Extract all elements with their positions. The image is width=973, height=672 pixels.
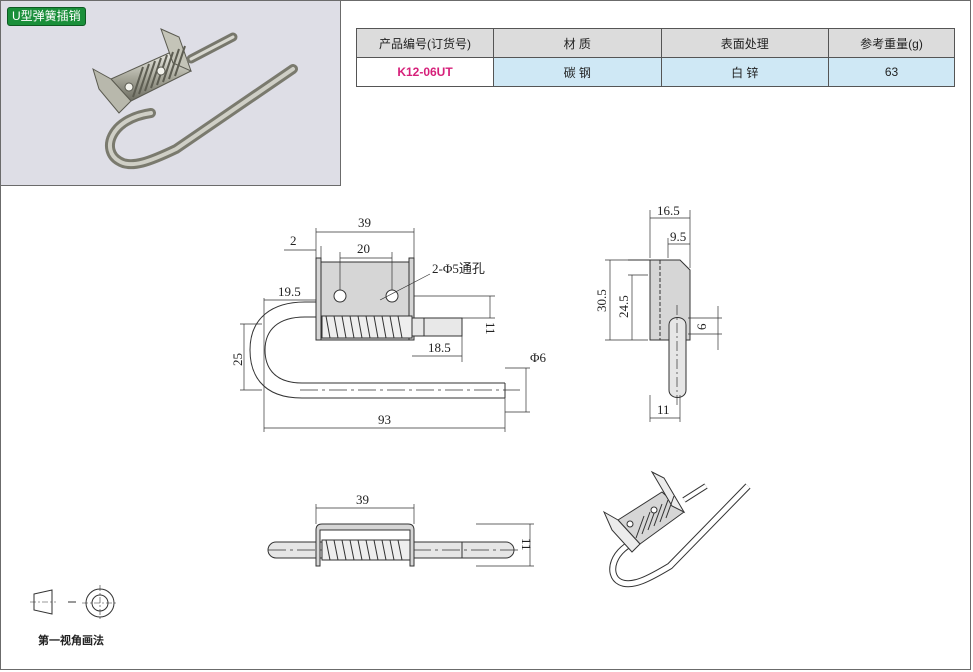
cell-code: K12-06UT [356,57,494,87]
header-finish: 表面处理 [660,28,830,58]
dim-side-24-5: 24.5 [616,295,631,318]
projection-label: 第一视角画法 [38,635,104,647]
cell-finish: 白 锌 [660,57,830,87]
dim-front-18-5: 18.5 [428,340,451,355]
dim-top-39: 39 [356,492,369,507]
dim-front-19-5: 19.5 [278,284,301,299]
dim-front-25: 25 [230,353,245,366]
header-code: 产品编号(订货号) [356,28,494,58]
header-material: 材 质 [492,28,662,58]
product-photo-panel: U型弹簧插销 [0,0,341,186]
header-weight: 参考重量(g) [828,28,955,58]
product-name-badge: U型弹簧插销 [7,7,86,26]
dim-side-6: 6 [694,323,709,330]
isometric-view [602,470,751,588]
projection-symbol [30,585,118,621]
product-photo [92,28,298,170]
dim-side-30-5: 30.5 [594,289,609,312]
dim-top-11: 11 [519,538,534,551]
spec-table: 产品编号(订货号) 材 质 表面处理 参考重量(g) K12-06UT 碳 钢 … [356,28,955,87]
dim-side-16-5: 16.5 [657,203,680,218]
dim-front-hole-note: 2-Φ5通孔 [432,261,485,276]
cell-material: 碳 钢 [492,57,662,87]
dim-side-9-5: 9.5 [670,229,686,244]
side-view [628,259,691,405]
spec-table-row: K12-06UT 碳 钢 白 锌 63 [356,57,955,87]
dim-front-39: 39 [358,215,371,230]
dim-side-11: 11 [657,402,670,417]
top-view [267,523,520,567]
spec-table-header-row: 产品编号(订货号) 材 质 表面处理 参考重量(g) [356,28,955,58]
front-view [249,257,520,399]
dim-front-93: 93 [378,412,391,427]
dim-front-rod-diameter: Φ6 [530,350,547,365]
dim-front-11: 11 [483,322,498,335]
dim-front-20: 20 [357,241,370,256]
cell-weight: 63 [828,57,955,87]
dim-front-2: 2 [290,233,297,248]
